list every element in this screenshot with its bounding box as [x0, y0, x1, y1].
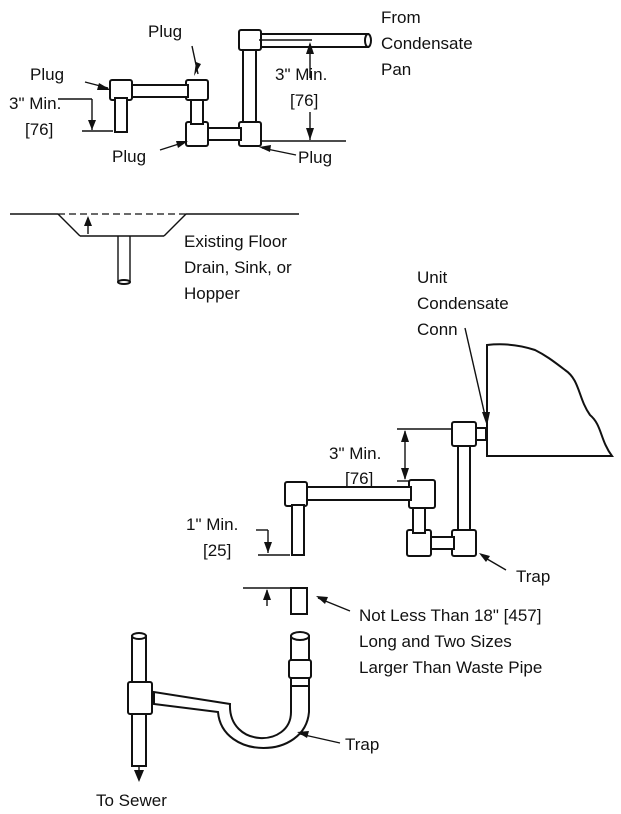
unit-drop-pipe	[291, 504, 305, 556]
top-tee-fitting	[238, 29, 262, 51]
dim-right-line2: [76]	[290, 91, 318, 110]
dim-left-line2: [76]	[25, 120, 53, 139]
left-drop-pipe	[114, 97, 128, 133]
floor-drain-line3: Hopper	[184, 284, 240, 303]
dim-1in-line2: [25]	[203, 541, 231, 560]
bottom-left-tee	[185, 121, 209, 147]
plug-label-left: Plug	[30, 65, 64, 84]
pipe-note-line3: Larger Than Waste Pipe	[359, 658, 542, 677]
unit-conn-line2: Condensate	[417, 294, 509, 313]
to-sewer-label: To Sewer	[96, 791, 167, 810]
unit-conn-line3: Conn	[417, 320, 458, 339]
trap-lower-label: Trap	[345, 735, 379, 754]
plug-label-bottom-right: Plug	[298, 148, 332, 167]
unit-middle-riser	[412, 504, 426, 534]
unit-riser-pipe	[457, 437, 471, 537]
plug-label-top: Plug	[148, 22, 182, 41]
labels: Plug Plug Plug Plug From Condensate Pan …	[9, 8, 550, 810]
floor-drain-line2: Drain, Sink, or	[184, 258, 292, 277]
standpipe-top-section	[290, 587, 308, 615]
top-piping-assembly	[58, 29, 372, 156]
standpipe-assembly	[127, 587, 351, 782]
bottom-right-tee	[238, 121, 262, 147]
floor-drain	[10, 213, 299, 285]
dim-1in-line1: 1" Min.	[186, 515, 238, 534]
unit-conn-line1: Unit	[417, 268, 448, 287]
from-pan-line2: Condensate	[381, 34, 473, 53]
dim-right-line1: 3" Min.	[275, 65, 327, 84]
trap-upper-label: Trap	[516, 567, 550, 586]
unit-top-tee	[451, 421, 477, 447]
plug-label-bottom-left: Plug	[112, 147, 146, 166]
lower-connector-pipe	[204, 127, 242, 141]
floor-drain-line1: Existing Floor	[184, 232, 287, 251]
vertical-riser-right	[242, 45, 257, 127]
unit-horizontal-pipe	[303, 486, 412, 501]
pipe-note-line2: Long and Two Sizes	[359, 632, 512, 651]
pipe-note-line1: Not Less Than 18" [457]	[359, 606, 541, 625]
middle-tee-fitting	[185, 79, 209, 101]
horizontal-upper-pipe	[127, 84, 189, 98]
unit-bottom-right-tee	[451, 529, 477, 557]
unit-left-tee	[284, 481, 308, 507]
unit-middle-tee	[408, 479, 436, 509]
unit-trap-assembly	[256, 421, 507, 571]
from-pan-line1: From	[381, 8, 421, 27]
dim-left-line1: 3" Min.	[9, 94, 61, 113]
from-pan-line3: Pan	[381, 60, 411, 79]
waste-tee	[127, 681, 153, 715]
dim-3in-line1: 3" Min.	[329, 444, 381, 463]
dim-3in-line2: [76]	[345, 469, 373, 488]
unit-cabinet	[464, 327, 614, 457]
